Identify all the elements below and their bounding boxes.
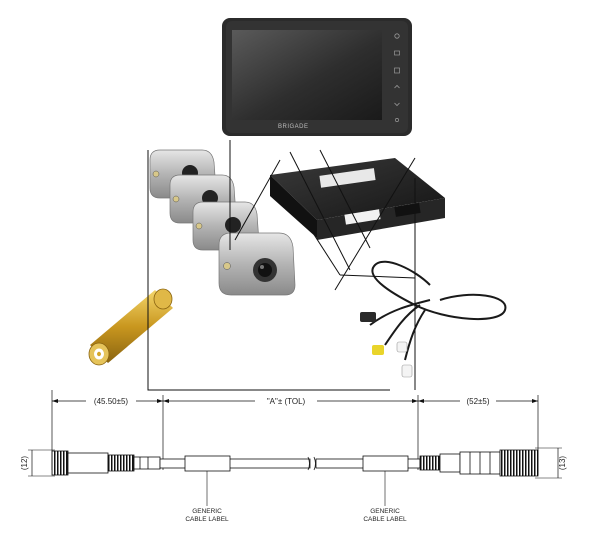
cable-label-right-line1: GENERIC bbox=[370, 508, 400, 515]
dim-height-right-text: (13) bbox=[558, 456, 567, 471]
cable-drawing: (45.50±5) "A"± (TOL) (52±5) (12) (13) bbox=[20, 390, 567, 523]
dim-right-text: (52±5) bbox=[466, 397, 489, 406]
cable-label-left-line1: GENERIC bbox=[192, 508, 222, 515]
down-icon[interactable] bbox=[394, 102, 400, 107]
overlay-lines bbox=[147, 140, 416, 391]
cable-body bbox=[159, 455, 421, 472]
left-connector bbox=[51, 450, 161, 476]
cable-label-left-line2: CABLE LABEL bbox=[185, 516, 229, 523]
monitor-screen bbox=[232, 30, 382, 120]
cable-label-left bbox=[184, 455, 231, 472]
av-cable-bundle bbox=[360, 260, 507, 378]
grid-icon[interactable] bbox=[394, 67, 400, 74]
control-box bbox=[270, 158, 445, 240]
cable-label-right-line2: CABLE LABEL bbox=[363, 516, 407, 523]
rca-adapter bbox=[88, 288, 173, 366]
up-icon[interactable] bbox=[394, 84, 400, 89]
camera-stack bbox=[149, 149, 296, 296]
dim-height-left-text: (12) bbox=[20, 456, 29, 471]
dim-left-text: (45.50±5) bbox=[94, 397, 129, 406]
menu-icon[interactable] bbox=[394, 50, 400, 56]
cable-label-right bbox=[362, 455, 409, 472]
power-icon[interactable] bbox=[394, 33, 400, 39]
dim-center-text: "A"± (TOL) bbox=[267, 397, 306, 406]
monitor: BRIGADE bbox=[222, 18, 412, 136]
monitor-brand-text: BRIGADE bbox=[278, 124, 309, 130]
camera-4 bbox=[218, 232, 296, 296]
circle-icon[interactable] bbox=[395, 118, 399, 122]
right-connector bbox=[419, 449, 539, 477]
